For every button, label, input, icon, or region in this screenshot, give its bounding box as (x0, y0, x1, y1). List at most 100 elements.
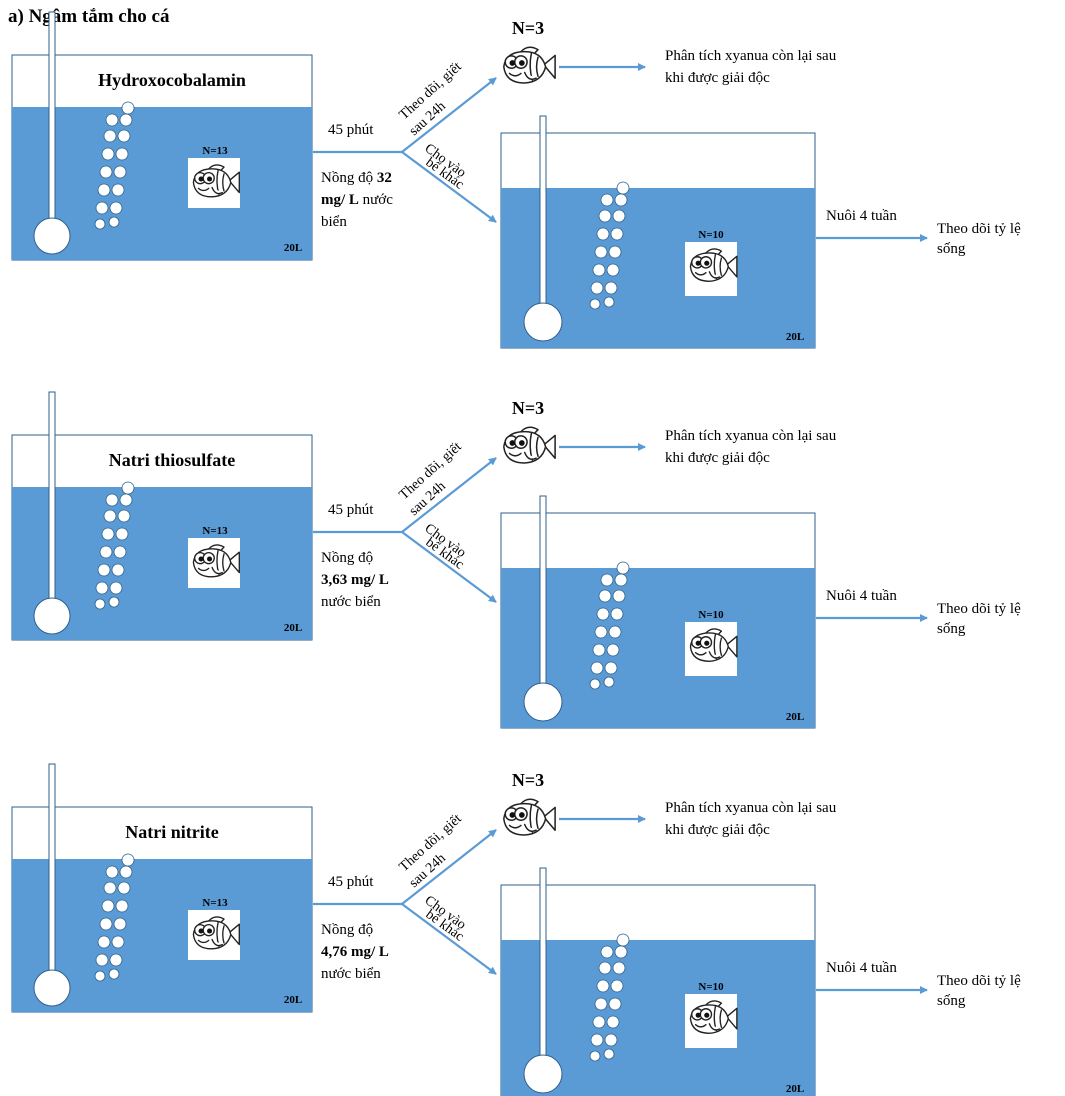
concentration-segment: 4,76 mg/ L (321, 944, 389, 960)
air-bubble-icon (108, 968, 120, 980)
air-bubbles (589, 933, 630, 1062)
tank-volume-label: 20L (786, 711, 804, 723)
arrow-to-transfer (401, 151, 497, 223)
air-bubble-icon (608, 625, 622, 639)
air-bubble-icon (99, 545, 113, 559)
outcome-label: Theo dõi tỷ lệ (937, 601, 1021, 617)
fish-mouth (508, 72, 522, 77)
concentration-segment: Nồng độ (321, 550, 373, 566)
air-bubble-icon (101, 899, 115, 913)
air-bubble-icon (109, 953, 123, 967)
tank-volume-label: 20L (284, 994, 302, 1006)
fish-pupil (207, 928, 213, 934)
fish-icon (192, 916, 240, 950)
fish-pupil (704, 260, 710, 266)
fish-tail (542, 54, 556, 79)
air-bubble-icon (108, 596, 120, 608)
air-bubble-icon (117, 129, 131, 143)
arrow-to-sampling (401, 457, 497, 533)
outcome-label: sống (937, 621, 966, 637)
fish-tail (542, 434, 556, 459)
analysis-label: Phân tích xyanua còn lại sau (665, 48, 837, 64)
fish-pectoral-fin (211, 938, 223, 947)
fish-mouth (508, 452, 522, 457)
tank-volume-label: 20L (786, 331, 804, 343)
air-bubble-icon (589, 298, 601, 310)
tank-volume-label: 20L (786, 1083, 804, 1095)
air-bubbles (94, 101, 135, 230)
fish-icon (689, 248, 738, 282)
fish-count-label: N=13 (202, 145, 228, 157)
fish-mouth (694, 271, 707, 276)
fish-pectoral-fin (708, 1023, 721, 1031)
fish-tail (725, 255, 738, 278)
thermometer-bulb (523, 682, 563, 722)
analysis-label: khi được giải độc (665, 822, 770, 838)
fish-tail (542, 806, 556, 831)
outcome-label: Theo dõi tỷ lệ (937, 221, 1021, 237)
fish-count-label: N=13 (202, 525, 228, 537)
arrow-to-sampling (401, 77, 497, 153)
concentration-label: nước biển (321, 966, 381, 982)
air-bubble-icon (594, 245, 608, 259)
tank-volume-label: 20L (284, 622, 302, 634)
air-bubble-icon (113, 545, 127, 559)
concentration-segment: nước biển (321, 966, 381, 982)
air-bubble-icon (598, 589, 612, 603)
fish-stripe (535, 808, 539, 830)
air-bubble-icon (603, 296, 615, 308)
air-bubble-icon (604, 1033, 618, 1047)
air-bubble-icon (596, 979, 610, 993)
concentration-segment: nước biển (321, 594, 381, 610)
air-bubbles (589, 181, 630, 310)
fish-pupil (509, 60, 516, 66)
sample-count-label: N=3 (512, 398, 544, 418)
air-bubble-icon (612, 589, 626, 603)
duration-label: 45 phút (328, 874, 374, 890)
air-bubble-icon (101, 527, 115, 541)
concentration-label: Nồng độ (321, 922, 373, 938)
rearing-duration-label: Nuôi 4 tuần (826, 960, 897, 976)
air-bubble-icon (606, 643, 620, 657)
concentration-label: nước biển (321, 594, 381, 610)
analysis-label: khi được giải độc (665, 450, 770, 466)
thermometer-bulb (523, 302, 563, 342)
air-bubble-icon (590, 1033, 604, 1047)
air-bubble-icon (600, 573, 614, 587)
concentration-segment: 3,63 mg/ L (321, 572, 389, 588)
fish-pectoral-fin (211, 566, 223, 575)
analysis-label: Phân tích xyanua còn lại sau (665, 428, 837, 444)
fish-pupil (704, 1012, 710, 1018)
fish-tail (228, 171, 240, 194)
air-bubble-icon (608, 245, 622, 259)
fish-icon (503, 426, 556, 464)
air-bubble-icon (603, 676, 615, 688)
air-bubble-icon (101, 147, 115, 161)
air-bubble-icon (616, 933, 630, 947)
fish-stripe (719, 1009, 723, 1028)
air-bubble-icon (614, 945, 628, 959)
thermometer-icon (539, 115, 547, 308)
fish-icon (689, 1000, 738, 1034)
air-bubble-icon (115, 527, 129, 541)
fish-icon (192, 544, 240, 578)
fish-pupil (519, 440, 525, 446)
air-bubble-icon (94, 218, 106, 230)
fish-pupil (198, 556, 204, 562)
fish-stripe (222, 173, 225, 192)
fish-stripe (222, 925, 225, 944)
arrow-to-transfer (401, 531, 497, 603)
air-bubble-icon (117, 509, 131, 523)
air-bubble-icon (108, 216, 120, 228)
concentration-label: Nồng độ 32 (321, 170, 392, 186)
air-bubbles (589, 561, 630, 690)
fish-stripe (222, 553, 225, 572)
air-bubble-icon (119, 865, 133, 879)
air-bubble-icon (608, 997, 622, 1011)
